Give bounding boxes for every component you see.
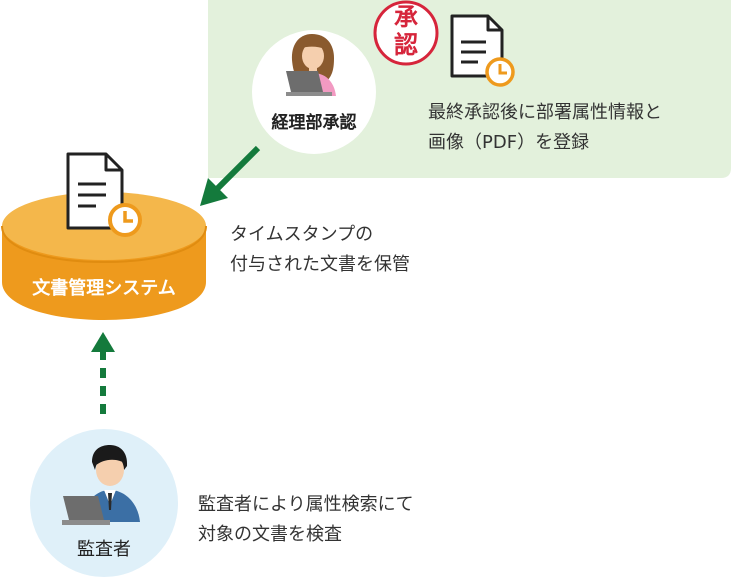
auditor-person-icon xyxy=(62,445,140,525)
system-desc-line1: タイムスタンプの xyxy=(230,224,374,245)
register-arrow xyxy=(200,145,261,206)
stamp-char-bottom: 認 xyxy=(394,30,418,59)
system-label: 文書管理システム xyxy=(32,278,176,299)
document-clock-icon-top xyxy=(450,14,515,87)
document-system-cylinder xyxy=(1,192,207,320)
auditor-desc-line1: 監査者により属性検索にて xyxy=(198,494,414,515)
stamp-char-top: 承 xyxy=(394,2,418,31)
approver-label: 経理部承認 xyxy=(271,113,357,133)
document-clock-icon-system xyxy=(66,152,142,237)
system-description: タイムスタンプの 付与された文書を保管 xyxy=(230,220,410,280)
approval-desc-line2: 画像（PDF）を登録 xyxy=(428,132,590,153)
auditor-description: 監査者により属性検索にて 対象の文書を検査 xyxy=(198,490,414,550)
auditor-desc-line2: 対象の文書を検査 xyxy=(198,524,342,545)
approver-person-icon xyxy=(286,34,336,96)
approval-desc-line1: 最終承認後に部署属性情報と xyxy=(428,102,662,123)
system-desc-line2: 付与された文書を保管 xyxy=(230,254,410,275)
approval-stamp xyxy=(373,0,439,66)
approval-description: 最終承認後に部署属性情報と 画像（PDF）を登録 xyxy=(428,98,662,158)
auditor-label: 監査者 xyxy=(77,539,131,560)
audit-arrow xyxy=(91,332,115,418)
